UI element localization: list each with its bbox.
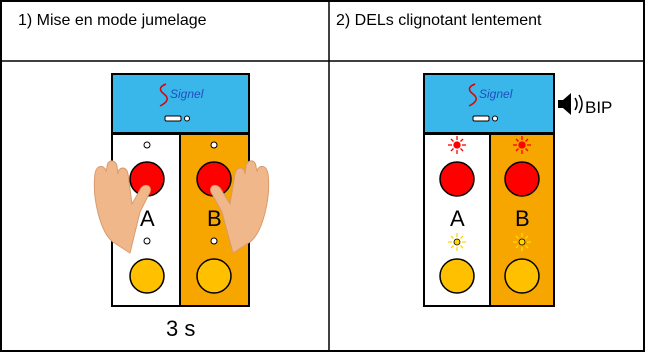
device-right: Signel <box>423 73 583 307</box>
blinking-red-led-b <box>513 136 531 154</box>
svg-text:Signel: Signel <box>479 87 513 101</box>
left-hand-icon <box>93 160 151 254</box>
duration-caption: 3 s <box>166 316 196 341</box>
right-hand-icon <box>210 160 270 254</box>
yellow-button-b <box>196 258 232 294</box>
svg-text:Signel: Signel <box>170 87 204 101</box>
signel-logo: Signel <box>468 83 513 107</box>
device-header <box>111 73 250 134</box>
header-step-1: 1) Mise en mode jumelage <box>18 12 207 29</box>
led-a-bottom <box>143 237 151 245</box>
beep-label: BIP <box>585 98 613 117</box>
button-b-label: B <box>515 206 530 231</box>
yellow-button-a <box>129 258 165 294</box>
blinking-yellow-led-b <box>513 233 531 251</box>
led-b-bottom <box>210 237 218 245</box>
device-left-illustration: Signel A B <box>93 73 270 307</box>
button-b-label: B <box>207 206 222 231</box>
yellow-button-a <box>439 258 475 294</box>
button-a-label: A <box>140 206 155 231</box>
button-a-label: A <box>450 206 465 231</box>
device-left: Signel A B <box>93 73 270 307</box>
blinking-yellow-led-a <box>448 233 466 251</box>
red-button-b <box>504 161 540 197</box>
yellow-button-b <box>504 258 540 294</box>
status-indicator <box>164 115 182 122</box>
device-right-illustration: Signel <box>423 73 583 307</box>
header-step-2: 2) DELs clignotant lentement <box>336 12 542 29</box>
blinking-red-led-a <box>448 136 466 154</box>
status-led <box>492 115 498 122</box>
speaker-icon <box>558 93 583 115</box>
device-header <box>423 73 555 134</box>
status-indicator <box>472 115 490 122</box>
red-button-a <box>439 161 475 197</box>
signel-logo: Signel <box>159 83 204 107</box>
led-a-top <box>143 141 151 149</box>
status-led <box>184 115 190 122</box>
led-b-top <box>210 141 218 149</box>
